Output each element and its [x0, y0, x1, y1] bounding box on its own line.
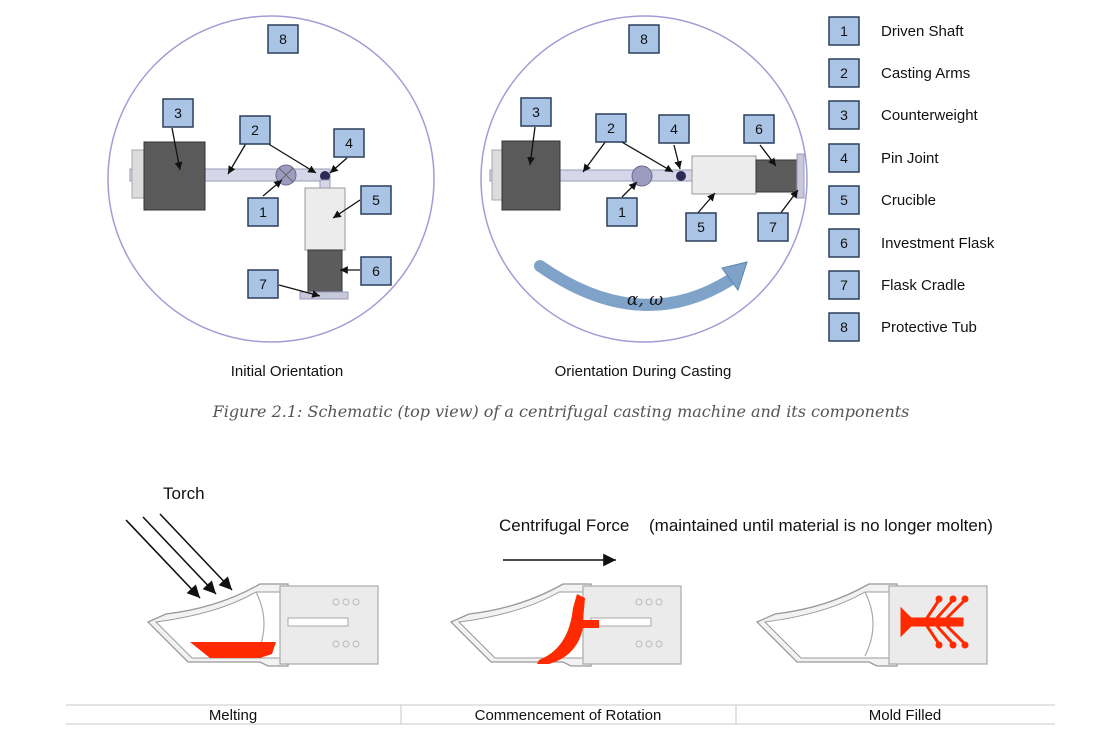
svg-text:1: 1	[840, 23, 848, 39]
svg-text:Crucible: Crucible	[881, 192, 936, 209]
marker-6-left: 6	[360, 256, 392, 286]
svg-text:2: 2	[251, 122, 259, 138]
svg-text:5: 5	[697, 219, 705, 235]
svg-text:6: 6	[840, 235, 848, 251]
svg-text:Driven Shaft: Driven Shaft	[881, 23, 964, 40]
svg-text:8: 8	[279, 31, 287, 47]
marker-1-right: 1	[606, 197, 638, 227]
legend-item: 4 Pin Joint	[828, 143, 939, 173]
svg-text:Pin Joint: Pin Joint	[881, 150, 939, 167]
rotation-arrow	[534, 260, 736, 311]
stage-melting-diagram	[146, 583, 379, 667]
svg-text:4: 4	[670, 121, 678, 137]
torch-label: Torch	[163, 484, 205, 503]
marker-2-right: 2	[595, 113, 627, 143]
counterweight-right	[501, 140, 561, 211]
svg-text:6: 6	[755, 121, 763, 137]
marker-5-left: 5	[360, 185, 392, 215]
svg-text:Flask Cradle: Flask Cradle	[881, 277, 965, 294]
legend-item: 5 Crucible	[828, 185, 936, 215]
svg-text:Investment Flask: Investment Flask	[881, 235, 995, 252]
svg-text:7: 7	[769, 219, 777, 235]
svg-text:3: 3	[840, 107, 848, 123]
svg-text:3: 3	[174, 105, 182, 121]
driven-shaft-right	[631, 165, 653, 187]
marker-4-left: 4	[333, 128, 365, 158]
legend-item: 2 Casting Arms	[828, 58, 970, 88]
stage-label-melting: Melting	[209, 707, 257, 724]
molten-metal-rotation	[537, 594, 599, 664]
legend-item: 7 Flask Cradle	[828, 270, 965, 300]
svg-text:7: 7	[259, 276, 267, 292]
stage-filled-diagram	[755, 583, 988, 667]
right-caption: Orientation During Casting	[555, 363, 732, 380]
svg-text:5: 5	[372, 192, 380, 208]
svg-text:8: 8	[840, 319, 848, 335]
marker-1-left: 1	[247, 197, 279, 227]
legend-item: 1 Driven Shaft	[828, 16, 964, 46]
marker-8-left: 8	[267, 24, 299, 54]
marker-4-right: 4	[658, 114, 690, 144]
force-label: Centrifugal Force	[499, 516, 629, 535]
molten-metal-melting	[190, 642, 276, 658]
stage-caption-table: Melting Commencement of Rotation Mold Fi…	[66, 704, 1055, 725]
marker-7-right: 7	[757, 212, 789, 242]
flask-cradle-left	[299, 291, 349, 300]
svg-text:2: 2	[840, 65, 848, 81]
marker-6-right: 6	[743, 114, 775, 144]
legend-item: 3 Counterweight	[828, 100, 979, 130]
marker-5-right: 5	[685, 212, 717, 242]
protective-tub-circle-left	[107, 15, 435, 343]
torch-arrows	[125, 513, 233, 599]
svg-text:8: 8	[640, 31, 648, 47]
svg-text:7: 7	[840, 277, 848, 293]
svg-text:6: 6	[372, 263, 380, 279]
svg-text:Counterweight: Counterweight	[881, 107, 979, 124]
investment-flask-right	[755, 159, 799, 193]
casting-orientation-schematic: α, ω 8 3 2 4 6 1 5 7	[480, 15, 808, 343]
marker-3-left: 3	[162, 98, 194, 128]
marker-2-left: 2	[239, 115, 271, 145]
molten-metal-filled	[900, 595, 969, 649]
counterweight-left	[143, 141, 206, 211]
marker-7-left: 7	[247, 269, 279, 299]
legend-item: 8 Protective Tub	[828, 312, 977, 342]
marker-8-right: 8	[628, 24, 660, 54]
pin-joint-left	[320, 171, 330, 181]
protective-tub-circle-right	[480, 15, 808, 343]
figure-caption: Figure 2.1: Schematic (top view) of a ce…	[212, 402, 910, 421]
svg-text:5: 5	[840, 192, 848, 208]
svg-text:Casting Arms: Casting Arms	[881, 65, 970, 82]
stage-label-rotation: Commencement of Rotation	[475, 707, 662, 724]
svg-text:4: 4	[840, 150, 848, 166]
marker-3-right: 3	[520, 97, 552, 127]
crucible-right	[691, 155, 757, 195]
svg-text:1: 1	[259, 204, 267, 220]
svg-text:2: 2	[607, 120, 615, 136]
svg-text:1: 1	[618, 204, 626, 220]
svg-text:Protective Tub: Protective Tub	[881, 319, 977, 336]
investment-flask-left	[307, 249, 343, 293]
legend-item: 6 Investment Flask	[828, 228, 995, 258]
initial-orientation-schematic: 8 3 2 4 1 5 6 7	[107, 15, 435, 343]
flask-cradle-right	[796, 153, 805, 199]
stage-label-filled: Mold Filled	[869, 707, 942, 724]
stage-rotation-diagram	[449, 583, 682, 667]
legend: 1 Driven Shaft 2 Casting Arms 3 Counterweig…	[828, 16, 995, 342]
svg-text:4: 4	[345, 135, 353, 151]
force-note: (maintained until material is no longer …	[649, 516, 993, 535]
pin-joint-right	[676, 171, 686, 181]
rotation-label: α, ω	[627, 290, 663, 310]
crucible-left	[304, 187, 346, 251]
left-caption: Initial Orientation	[231, 363, 344, 380]
svg-text:3: 3	[532, 104, 540, 120]
